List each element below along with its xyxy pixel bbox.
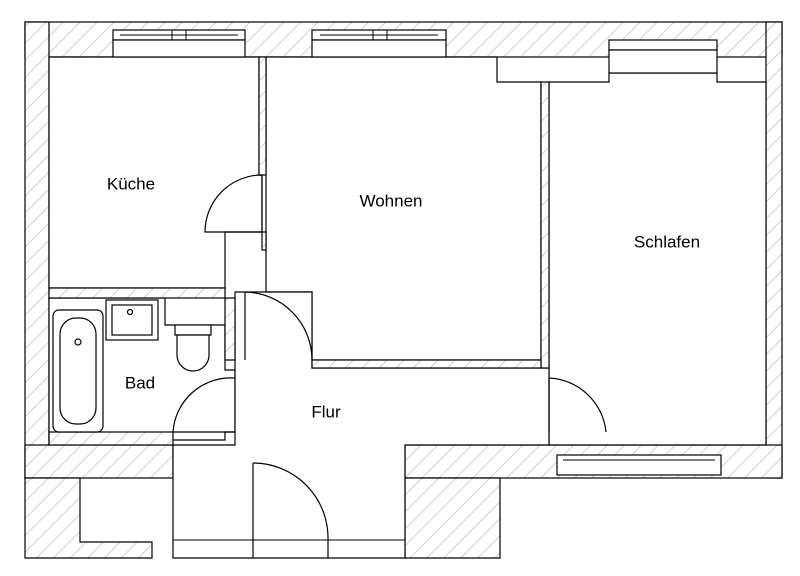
room-labels: Küche Wohnen Schlafen Bad Flur xyxy=(107,174,700,421)
doors xyxy=(172,174,607,558)
label-flur: Flur xyxy=(311,402,341,421)
wall-bad-flur xyxy=(224,297,236,361)
window-kueche xyxy=(112,29,246,58)
label-wohnen: Wohnen xyxy=(359,191,422,210)
door-kueche xyxy=(204,174,263,233)
room-kueche xyxy=(48,56,263,289)
wall-entry-right xyxy=(404,477,501,559)
door-bad xyxy=(172,377,236,433)
wall-entry-left xyxy=(24,477,153,559)
wall-bottom-left xyxy=(24,444,174,479)
washbasin xyxy=(105,299,159,341)
door-wohnen xyxy=(244,291,313,361)
toilet xyxy=(174,324,212,372)
label-bad: Bad xyxy=(125,373,155,392)
label-kueche: Küche xyxy=(107,174,155,193)
door-entrance xyxy=(173,462,405,558)
wall-kueche-bad xyxy=(48,287,226,299)
window-schlafen-bottom xyxy=(556,454,722,476)
wall-right xyxy=(765,21,783,479)
wall-left xyxy=(24,21,50,479)
wall-bad-bottom xyxy=(48,431,174,446)
windows xyxy=(112,29,722,476)
label-schlafen: Schlafen xyxy=(634,232,700,251)
bathtub xyxy=(52,309,104,433)
wall-kueche-wohnen xyxy=(258,56,267,176)
bath-fixtures xyxy=(52,299,212,433)
room-schlafen xyxy=(548,72,767,446)
door-schlafen xyxy=(548,377,607,433)
window-wohnen xyxy=(311,29,447,58)
wall-kueche-wohnen-lower xyxy=(261,231,267,251)
wall-wohnen-flur xyxy=(311,359,542,369)
window-schlafen-top xyxy=(608,39,718,74)
wall-wohnen-schlafen xyxy=(540,81,550,369)
